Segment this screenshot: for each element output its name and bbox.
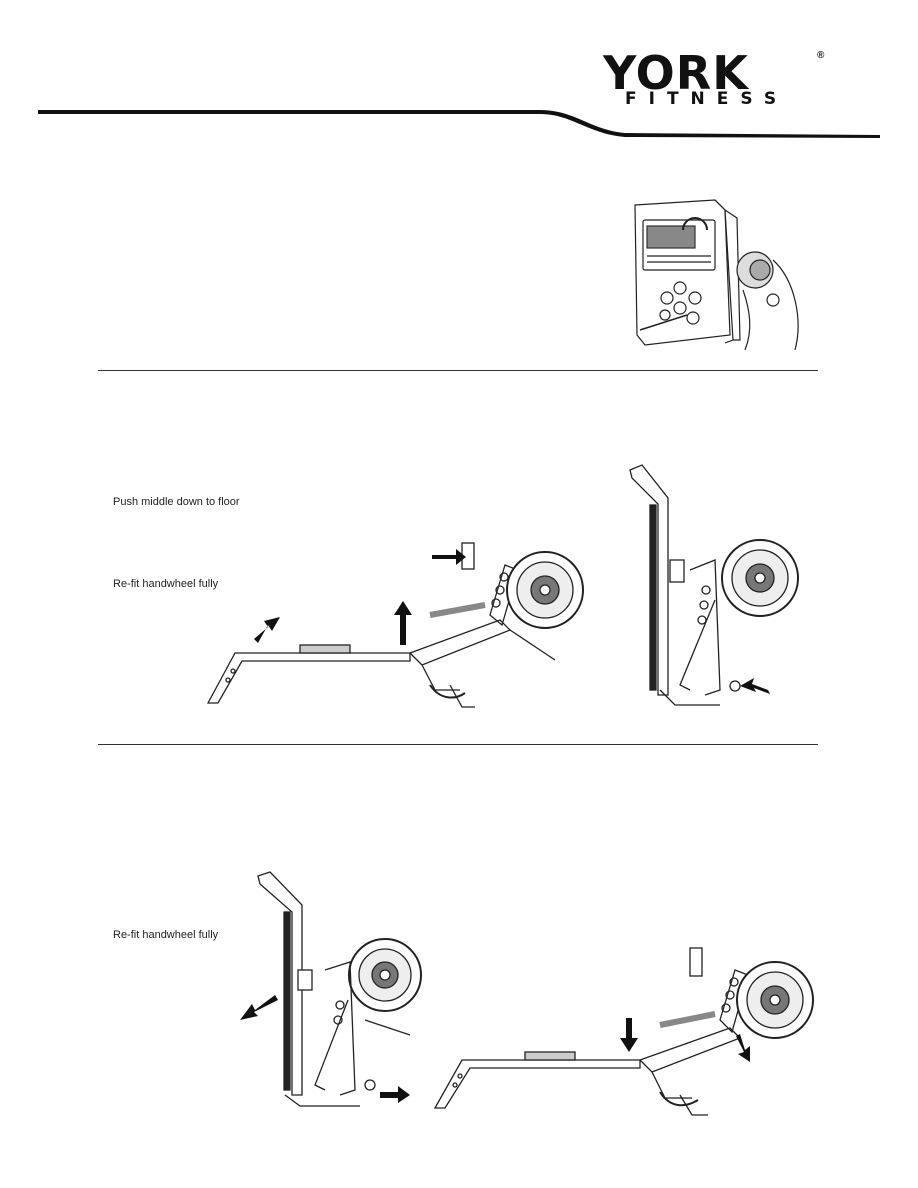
rower-unfolded-figure: [206, 542, 584, 708]
header-swoosh: [38, 110, 880, 138]
console-icon: [634, 199, 799, 351]
rower-unfolded-figure-2: [433, 947, 814, 1116]
instruction-refit-handwheel: Re-fit handwheel fully: [113, 578, 219, 590]
instruction-push-middle: Push middle down to floor: [113, 496, 240, 508]
rower-folded-figure-2: [240, 871, 422, 1107]
brand-logo-bottom: FITNESS: [625, 89, 789, 109]
instruction-refit-handwheel-2: Re-fit handwheel fully: [113, 929, 219, 941]
brand-logo-top: YORK: [603, 46, 749, 100]
section-divider-2: [98, 744, 818, 745]
registered-mark: ®: [817, 50, 825, 61]
rower-folded-figure: [629, 464, 799, 706]
section-divider-1: [98, 370, 818, 371]
brand-logo: YORK ® FITNESS: [603, 46, 825, 110]
